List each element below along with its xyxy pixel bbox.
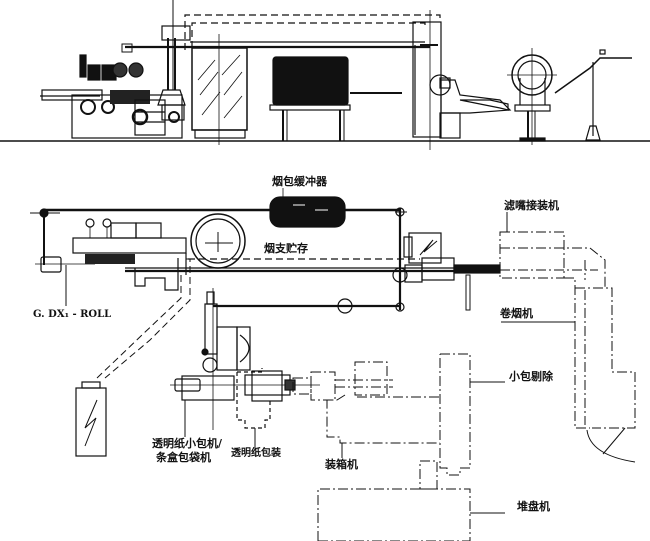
cigarette-maker-plan: [564, 277, 636, 429]
label-cigarette-maker: 卷烟机: [500, 307, 533, 320]
label-palletizer: 堆盘机: [517, 500, 550, 513]
label-overwrapper-line1: 透明纸小包机/: [152, 437, 223, 450]
label-pack-rejection: 小包剔除: [509, 370, 553, 383]
pack-buffer-plan: [269, 188, 346, 228]
pack-rejection-plan: [439, 353, 471, 476]
label-case-packer: 装箱机: [325, 458, 358, 471]
storage-cabinet-elevation: [191, 34, 248, 145]
feed-ramp-stand: [554, 49, 632, 141]
label-overwrapper-line2: 条盒包袋机: [156, 451, 211, 464]
overhead-rails: [125, 41, 430, 49]
overwrapper-plan: [170, 288, 320, 430]
cigarette-storage-drum-plan: [190, 213, 246, 269]
label-cellophane-wrap: 透明纸包装: [231, 448, 281, 459]
label-cigarette-storage: 烟支贮存: [264, 242, 308, 255]
plan-view: [30, 188, 636, 541]
label-packer-model: G. DX₁ - ROLL: [33, 309, 112, 320]
cigarette-conveyor: [125, 258, 500, 273]
dashed-link: [96, 258, 191, 379]
case-packer-plan: [292, 361, 440, 444]
rail-end-block: [121, 43, 133, 53]
label-filter-attachment: 滤嘴接装机: [504, 199, 559, 212]
pack-elevator: [157, 25, 191, 121]
elevation-view: [0, 0, 650, 150]
overhead-dashed-conveyor: [184, 14, 441, 50]
maker-elevation: [412, 10, 512, 150]
packing-machine-elevation: [40, 54, 183, 139]
pack-buffer-elevation: [269, 56, 402, 141]
cellophane-wrapper-plan: [236, 368, 296, 429]
palletizer-plan: [317, 460, 471, 541]
filter-attachment-plan: [499, 231, 606, 288]
packer-gdx1-plan: [35, 218, 187, 291]
remote-unit: [75, 381, 107, 457]
bobbin-unit-elevation: [507, 48, 557, 145]
label-pack-buffer: 烟包缓冲器: [272, 175, 327, 188]
